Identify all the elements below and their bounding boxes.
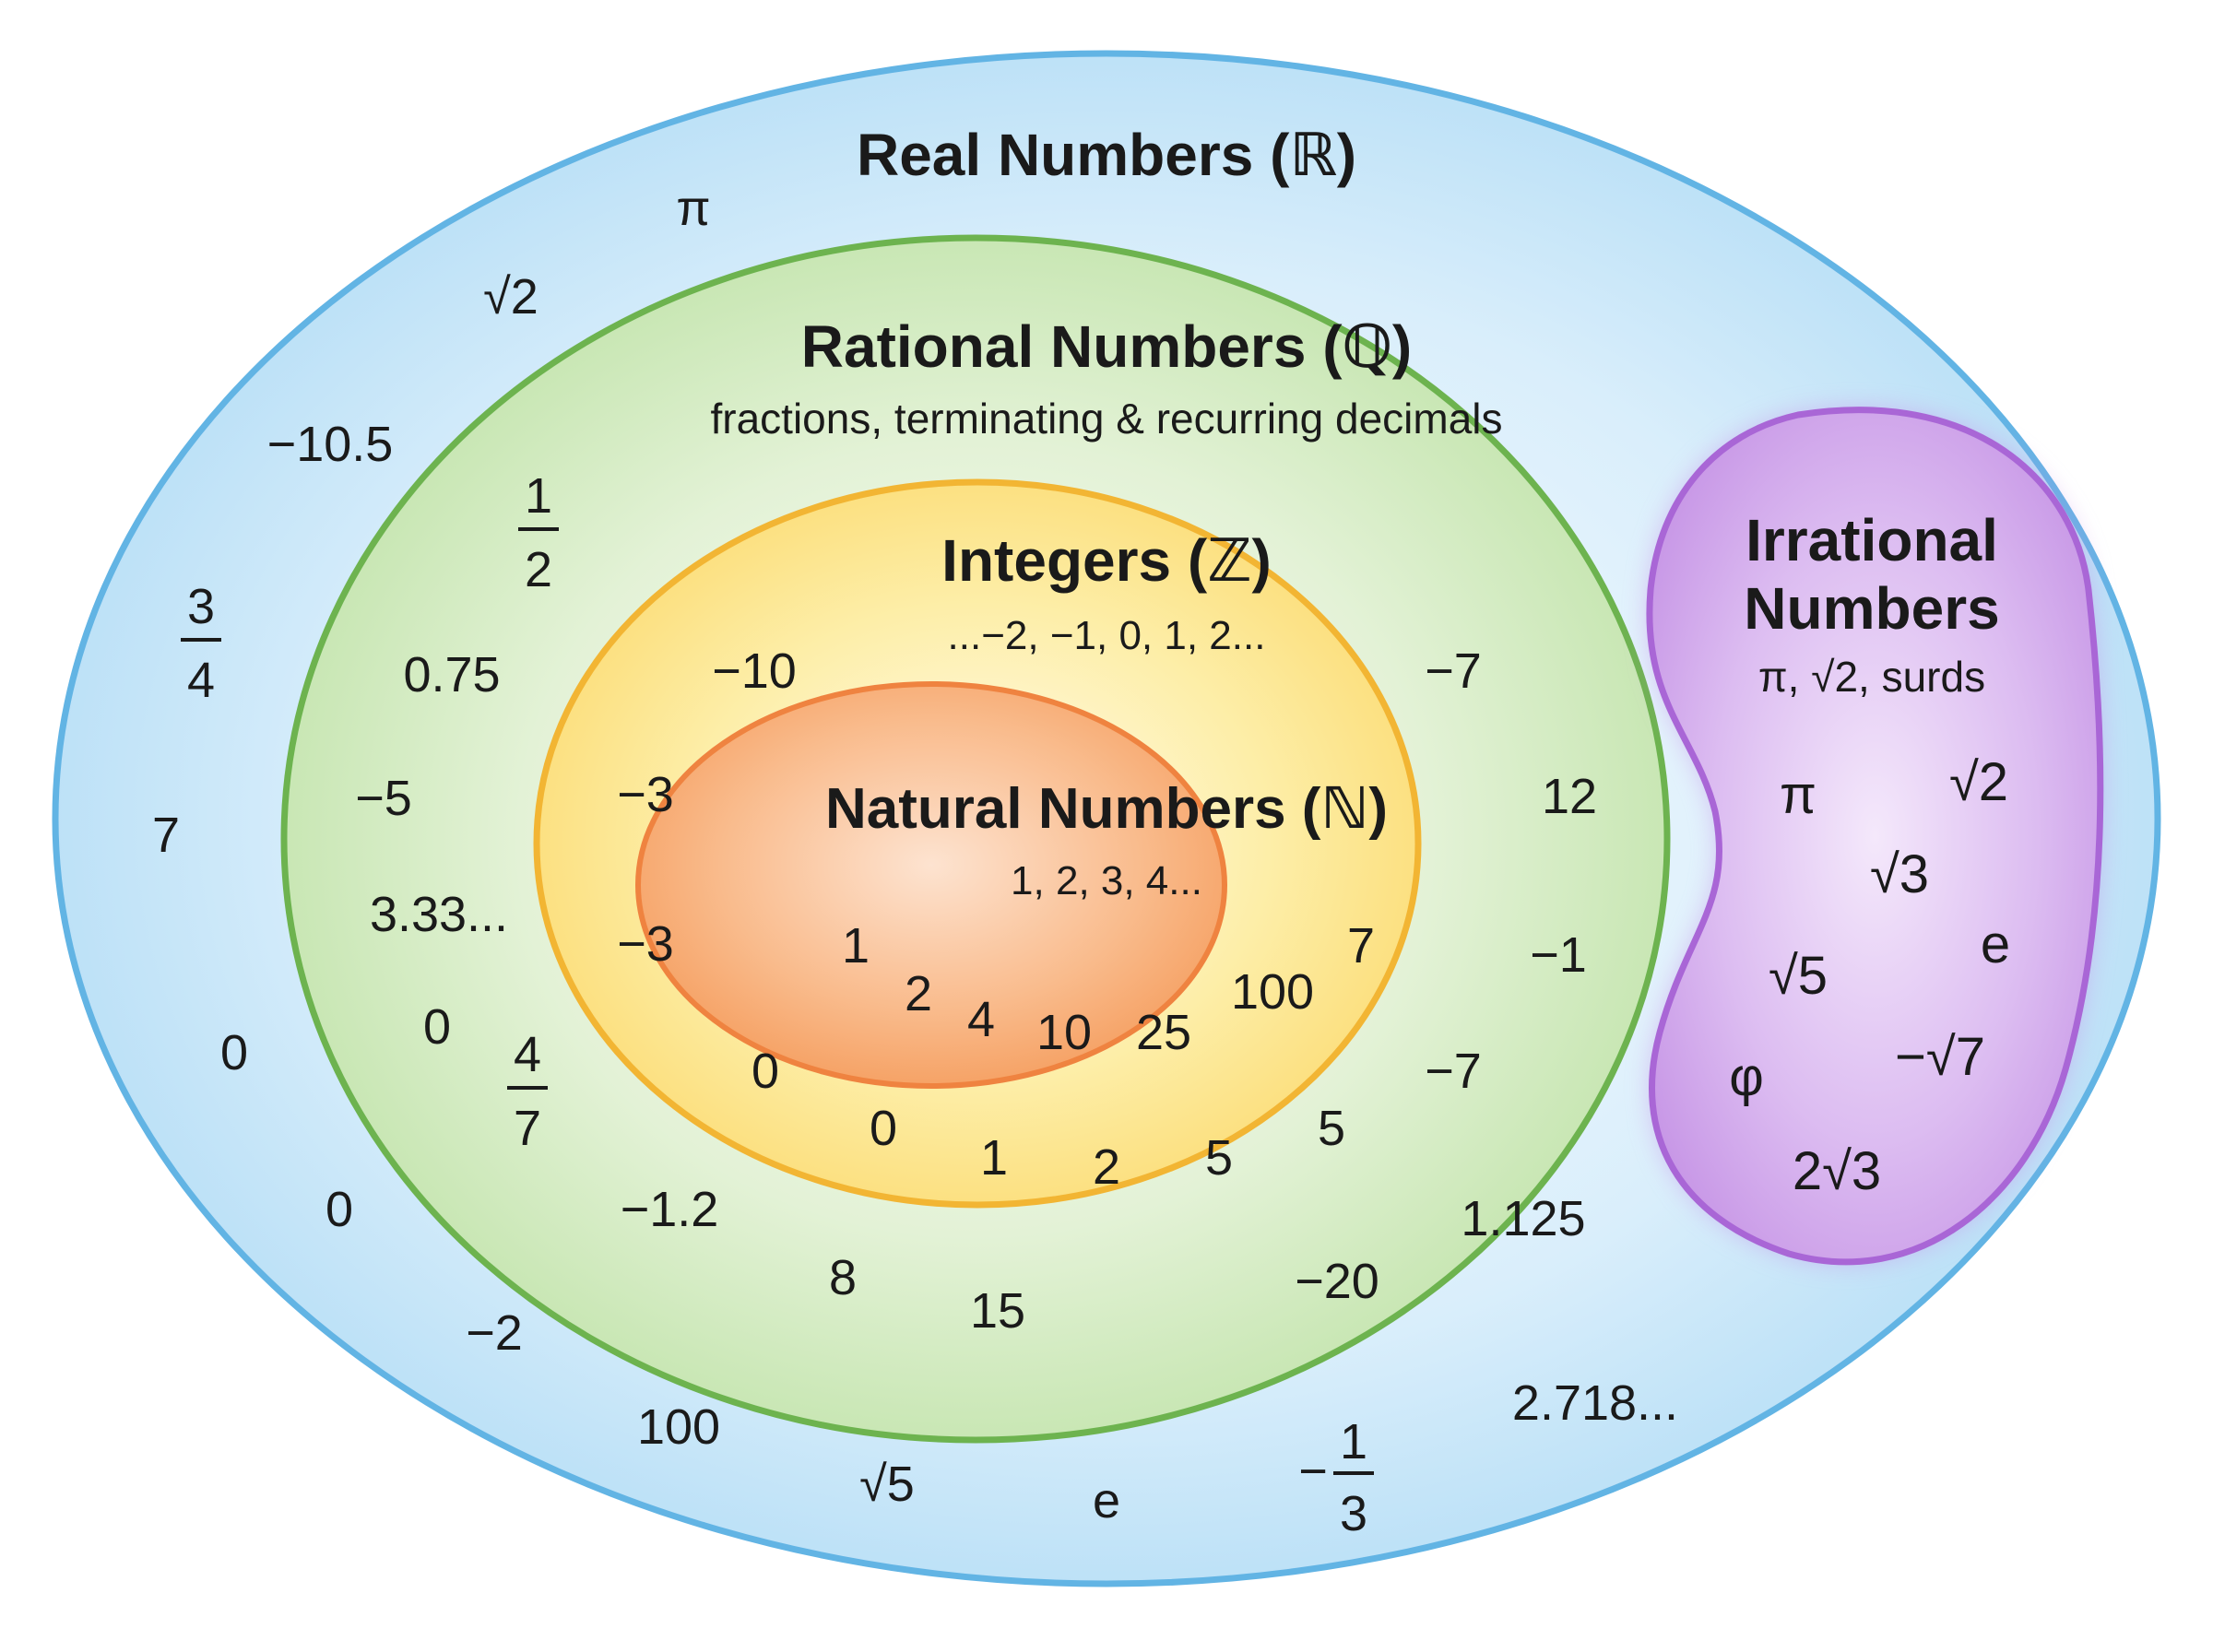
number-label: −3 xyxy=(617,767,674,822)
number-label: 100 xyxy=(637,1399,720,1455)
integers-title: Integers (ℤ) xyxy=(941,527,1272,594)
number-label: 0 xyxy=(751,1044,779,1099)
number-label: −3 xyxy=(617,916,674,972)
natural-numbers-region xyxy=(635,681,1227,1089)
number-label: √5 xyxy=(1769,946,1828,1006)
integers-subtitle: ...−2, −1, 0, 1, 2... xyxy=(948,613,1266,658)
fraction-denominator: 7 xyxy=(514,1101,541,1156)
number-label: 10 xyxy=(1036,1005,1092,1060)
number-label: 2 xyxy=(905,966,932,1021)
number-label: 7 xyxy=(1347,918,1375,974)
number-label: 1.125 xyxy=(1461,1191,1585,1246)
number-label: 8 xyxy=(829,1250,857,1305)
number-label: 1 xyxy=(980,1130,1008,1186)
number-label: 2√3 xyxy=(1793,1141,1881,1201)
fraction-numerator: 1 xyxy=(525,468,552,524)
number-label: 5 xyxy=(1205,1130,1233,1186)
fraction-denominator: 3 xyxy=(1340,1486,1367,1541)
number-label: π xyxy=(1780,765,1817,825)
irrational-numbers-title-line2: Numbers xyxy=(1744,575,1999,642)
number-label: −1.2 xyxy=(621,1182,719,1237)
number-label: e xyxy=(1981,914,2010,974)
fraction-numerator: 3 xyxy=(187,579,215,634)
number-label: 1 xyxy=(842,918,870,974)
number-label: −1 xyxy=(1530,927,1587,983)
number-label: 12 xyxy=(1542,769,1597,824)
number-label: 3.33... xyxy=(370,887,508,942)
natural-numbers-title: Natural Numbers (ℕ) xyxy=(825,777,1388,841)
irrational-numbers-group: π √2 √3 e √5 φ −√7 2√3 xyxy=(1729,752,2010,1201)
irrational-numbers-title-line1: Irrational xyxy=(1746,507,1998,573)
number-label: 25 xyxy=(1136,1005,1191,1060)
real-numbers-group: π √2 −10.5 7 0 0 −2 100 √5 e 2.718... 3 … xyxy=(152,181,1678,1541)
fraction-numerator: 1 xyxy=(1340,1414,1367,1469)
number-label: e xyxy=(1093,1473,1120,1528)
fraction-denominator: 4 xyxy=(187,653,215,708)
number-label: −7 xyxy=(1425,1044,1482,1099)
number-label: 2.718... xyxy=(1512,1375,1678,1431)
fraction-sign: − xyxy=(1298,1444,1328,1499)
fraction-denominator: 2 xyxy=(525,542,552,597)
number-label: √2 xyxy=(483,269,538,324)
irrational-numbers-region xyxy=(1646,407,2104,1266)
number-label: √2 xyxy=(1949,752,2008,812)
number-label: 0 xyxy=(870,1101,897,1156)
number-label: π xyxy=(676,181,710,236)
fraction-numerator: 4 xyxy=(514,1027,541,1082)
number-label: −7 xyxy=(1425,643,1482,699)
number-label: 100 xyxy=(1231,964,1314,1020)
number-label: 5 xyxy=(1318,1101,1345,1156)
natural-numbers-group: 1 2 4 10 25 100 7 xyxy=(842,918,1375,1060)
rational-numbers-subtitle: fractions, terminating & recurring decim… xyxy=(711,395,1503,442)
number-label: 2 xyxy=(1093,1139,1120,1195)
number-label: 0 xyxy=(325,1182,353,1237)
integers-group: −10 −7 −3 12 −3 −1 0 −7 0 1 2 5 5 xyxy=(617,643,1597,1195)
number-label: −10.5 xyxy=(267,417,394,472)
irrational-numbers-subtitle: π, √2, surds xyxy=(1758,653,1985,701)
number-label: 0.75 xyxy=(403,647,500,702)
number-label: 7 xyxy=(152,808,180,863)
real-numbers-title: Real Numbers (ℝ) xyxy=(857,122,1356,188)
natural-numbers-subtitle: 1, 2, 3, 4... xyxy=(1011,858,1202,903)
number-label: 0 xyxy=(423,999,451,1055)
number-label: 15 xyxy=(970,1283,1025,1339)
number-label: 4 xyxy=(967,992,995,1047)
number-label: −2 xyxy=(466,1305,523,1361)
number-label: −√7 xyxy=(1895,1027,1985,1087)
number-label: 0 xyxy=(220,1025,248,1080)
rational-numbers-group: 0.75 −5 3.33... 0 −1.2 8 15 −20 1.125 1 … xyxy=(355,468,1585,1339)
number-label: φ xyxy=(1729,1047,1764,1107)
number-label: −10 xyxy=(712,643,797,699)
number-label: −5 xyxy=(355,771,412,826)
number-label: −20 xyxy=(1295,1254,1379,1309)
number-label: √3 xyxy=(1870,844,1929,904)
number-label: √5 xyxy=(859,1457,915,1512)
rational-numbers-title: Rational Numbers (ℚ) xyxy=(801,313,1412,380)
